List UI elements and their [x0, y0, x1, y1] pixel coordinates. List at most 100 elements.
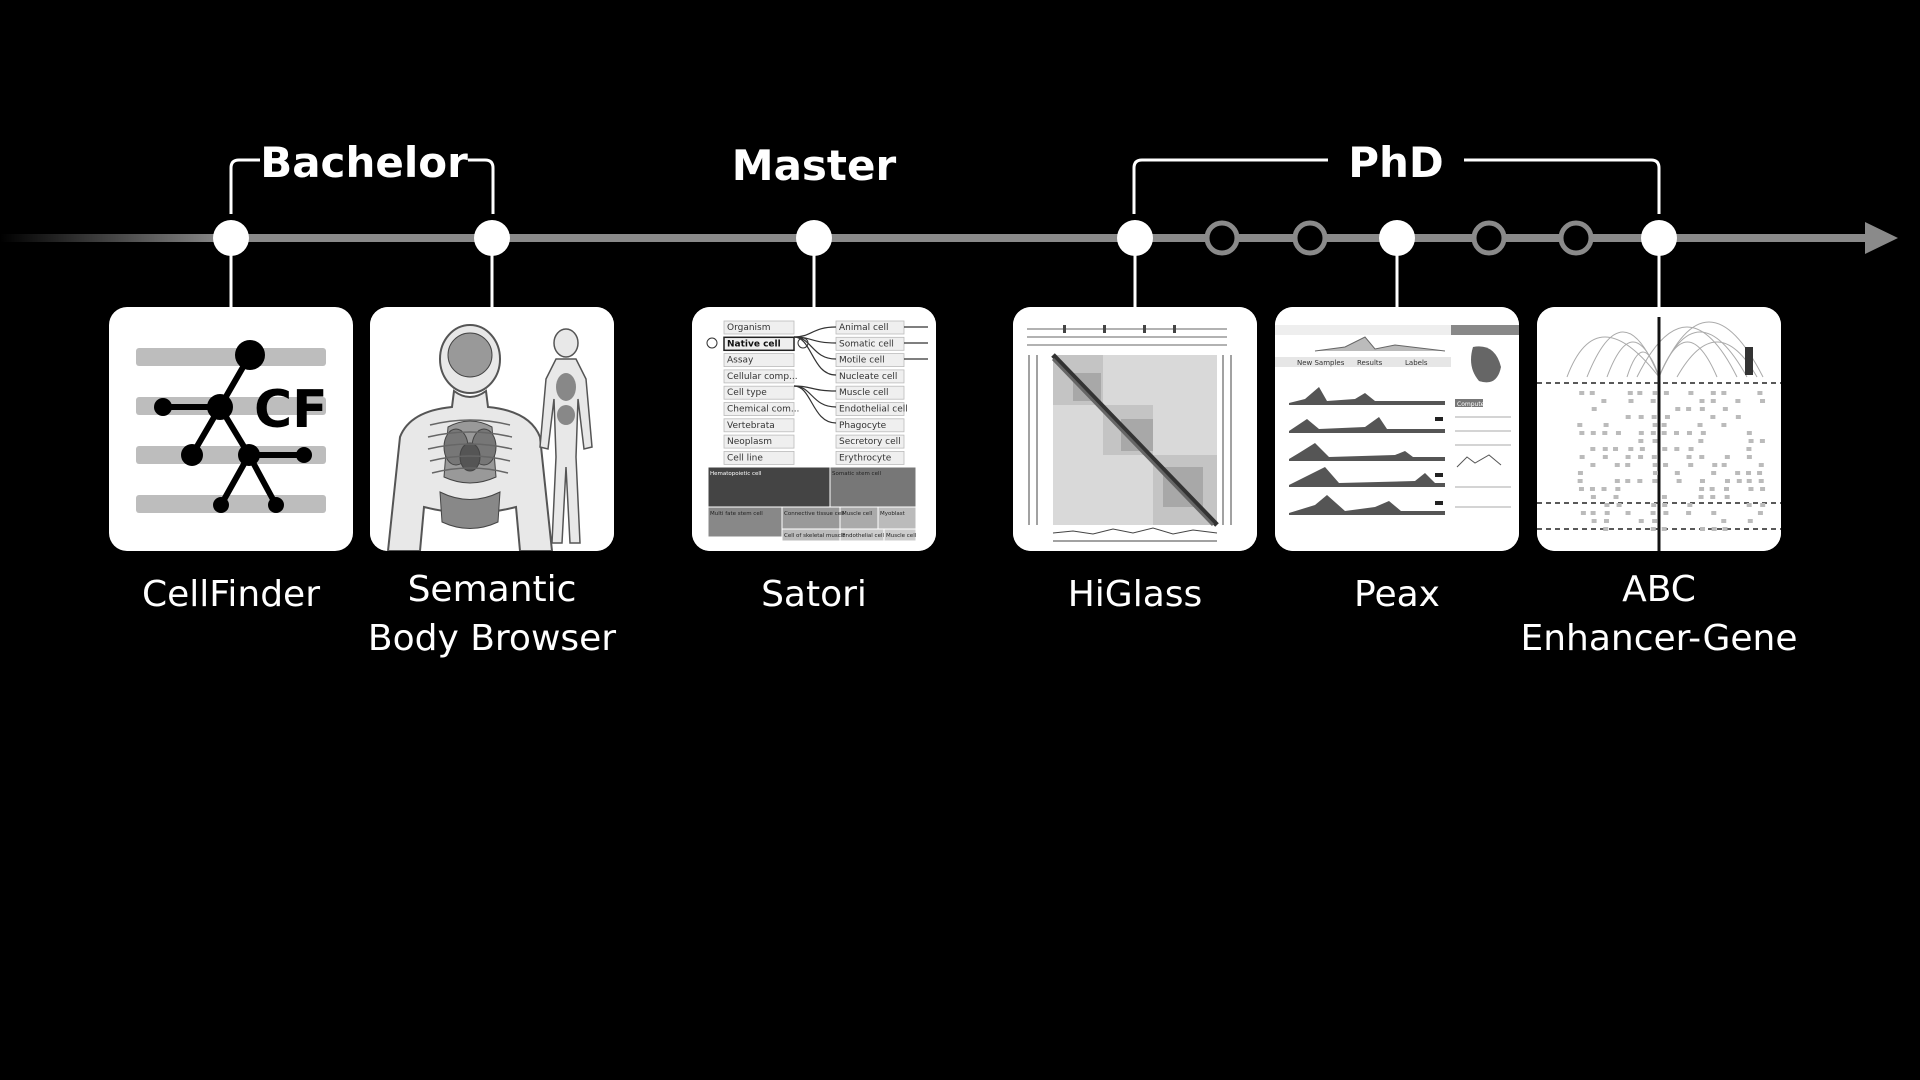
- abc-mark: [1721, 391, 1727, 395]
- abc-mark: [1625, 511, 1631, 515]
- abc-mark: [1721, 463, 1727, 467]
- satori-left-term: Cell line: [727, 453, 763, 463]
- satori-left-term: Cell type: [727, 388, 767, 398]
- abc-mark: [1662, 447, 1668, 451]
- abc-mark: [1722, 407, 1728, 411]
- abc-mark: [1675, 407, 1681, 411]
- abc-mark: [1686, 511, 1692, 515]
- abc-mark: [1638, 415, 1644, 419]
- abc-mark: [1746, 503, 1752, 507]
- project-label-satori: Satori: [664, 570, 964, 619]
- timeline-arrowhead: [1865, 222, 1898, 254]
- hollow-node: [1558, 220, 1594, 256]
- timeline-axis: [0, 234, 1870, 242]
- project-label-line: Satori: [761, 574, 867, 615]
- card-higlass: [1013, 307, 1257, 551]
- abc-mark: [1603, 527, 1609, 531]
- satori-left-term: Neoplasm: [727, 437, 772, 447]
- abc-mark: [1616, 503, 1622, 507]
- abc-mark: [1651, 503, 1657, 507]
- satori-left-term: Assay: [727, 356, 754, 366]
- card-peax: New Samples Results Labels Compute: [1275, 307, 1519, 551]
- abc-mark: [1735, 399, 1741, 403]
- abc-mark: [1757, 471, 1763, 475]
- peax-compute-button: Compute: [1457, 401, 1485, 408]
- abc-mark: [1686, 455, 1692, 459]
- abc-mark: [1613, 495, 1619, 499]
- satori-left-term: Native cell: [727, 339, 781, 349]
- peax-tab-new-samples: New Samples: [1297, 359, 1345, 367]
- abc-mark: [1661, 431, 1667, 435]
- milestone-node-semantic-body-browser: [474, 220, 510, 256]
- milestone-node-abc: [1641, 220, 1677, 256]
- abc-mark: [1699, 407, 1705, 411]
- abc-mark: [1757, 391, 1763, 395]
- abc-mark: [1710, 495, 1716, 499]
- cellfinder-logo-icon: CF: [136, 340, 328, 513]
- abc-mark: [1590, 495, 1596, 499]
- phd-bracket: [1132, 158, 1661, 214]
- satori-right-term: Motile cell: [839, 356, 885, 366]
- satori-left-term: Vertebrata: [727, 421, 775, 431]
- satori-treemap-cell-label: Hematopoietic cell: [710, 471, 762, 477]
- abc-mark: [1615, 487, 1621, 491]
- abc-mark: [1604, 503, 1610, 507]
- project-label-line: HiGlass: [1067, 574, 1203, 615]
- bachelor-bracket: [229, 158, 495, 214]
- abc-mark: [1710, 415, 1716, 419]
- abc-mark: [1724, 495, 1730, 499]
- hollow-node: [1204, 220, 1240, 256]
- abc-mark: [1746, 479, 1752, 483]
- higlass-heatmap-screenshot: [1013, 307, 1257, 551]
- card-semantic-body-browser: [370, 307, 614, 551]
- abc-mark: [1663, 463, 1669, 467]
- abc-mark: [1735, 471, 1741, 475]
- abc-mark: [1758, 463, 1764, 467]
- abc-mark: [1650, 399, 1656, 403]
- satori-right-term: Erythrocyte: [839, 453, 892, 463]
- card-cellfinder: CF: [109, 307, 353, 551]
- abc-mark: [1674, 431, 1680, 435]
- abc-mark: [1638, 431, 1644, 435]
- abc-marks: [1577, 391, 1766, 531]
- abc-mark: [1637, 391, 1643, 395]
- abc-mark: [1601, 487, 1607, 491]
- abc-mark: [1746, 447, 1752, 451]
- abc-mark: [1748, 439, 1754, 443]
- peax-tab-labels: Labels: [1405, 359, 1428, 367]
- abc-mark: [1710, 391, 1716, 395]
- abc-mark: [1614, 479, 1620, 483]
- abc-mark: [1735, 415, 1741, 419]
- abc-mark: [1603, 519, 1609, 523]
- abc-mark: [1759, 439, 1765, 443]
- abc-mark: [1698, 439, 1704, 443]
- abc-mark: [1589, 487, 1595, 491]
- abc-mark: [1747, 519, 1753, 523]
- abc-mark: [1651, 455, 1657, 459]
- abc-mark: [1614, 463, 1620, 467]
- abc-mark: [1638, 519, 1644, 523]
- abc-mark: [1650, 511, 1656, 515]
- abc-mark: [1722, 527, 1728, 531]
- abc-mark: [1688, 391, 1694, 395]
- abc-mark: [1724, 455, 1730, 459]
- abc-mark: [1758, 479, 1764, 483]
- satori-right-term: Somatic cell: [839, 339, 894, 349]
- abc-mark: [1748, 487, 1754, 491]
- abc-mark: [1724, 487, 1730, 491]
- abc-mark: [1625, 479, 1631, 483]
- abc-mark: [1589, 391, 1595, 395]
- abc-mark: [1613, 447, 1619, 451]
- abc-mark: [1746, 471, 1752, 475]
- abc-mark: [1652, 439, 1658, 443]
- satori-treemap-cell-label: Muscle cell: [842, 511, 873, 517]
- abc-mark: [1661, 527, 1667, 531]
- abc-mark: [1700, 527, 1706, 531]
- abc-mark: [1711, 511, 1717, 515]
- card-connectors: [229, 238, 1661, 307]
- project-label-line: CellFinder: [142, 574, 320, 615]
- abc-mark: [1652, 463, 1658, 467]
